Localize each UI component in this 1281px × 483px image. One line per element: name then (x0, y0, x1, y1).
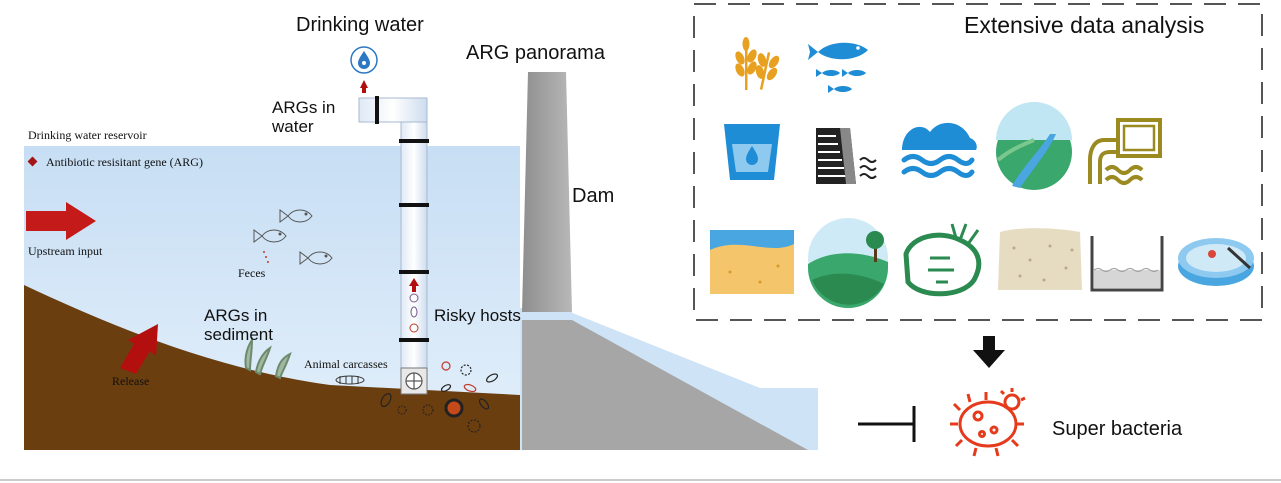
args-in-water-label: ARGs in water (272, 98, 336, 136)
feces-label: Feces (238, 266, 266, 280)
risky-hosts-label: Risky hosts (434, 306, 521, 325)
dam-wall (522, 72, 572, 312)
wheat-icon (735, 37, 780, 90)
fish-icon (808, 42, 868, 93)
water-glass-icon (724, 124, 780, 180)
lake-icon (901, 122, 977, 178)
drinking-water-icon (350, 46, 378, 74)
down-arrow (973, 336, 1005, 368)
animal-carcass-icon (335, 375, 365, 385)
fish-group (253, 209, 333, 265)
up-arrow-drinking (360, 80, 368, 93)
dam-base (522, 320, 808, 450)
args-in-sediment-label: ARGs in sediment (204, 306, 273, 344)
release-label: Release (112, 374, 150, 388)
upstream-input-label: Upstream input (28, 244, 103, 258)
super-bacteria-label: Super bacteria (1052, 418, 1183, 440)
drinking-water-label: Drinking water (296, 14, 424, 36)
release-arrow (120, 324, 158, 374)
upstream-arrow (26, 202, 96, 240)
sediment-tank-icon (1090, 236, 1164, 292)
dam-icon (816, 128, 877, 184)
river-icon (996, 102, 1072, 190)
beach-sand-icon (710, 230, 794, 294)
extensive-data-analysis-label: Extensive data analysis (964, 12, 1205, 38)
arg-panorama-label: ARG panorama (466, 42, 605, 64)
wetland-icon (903, 223, 982, 297)
legend-arg-label: Antibiotic resisitant gene (ARG) (46, 155, 203, 169)
data-analysis-box (693, 3, 1263, 321)
animal-carcasses-label: Animal carcasses (304, 357, 388, 371)
risky-host-microbes (380, 361, 499, 433)
reservoir-label: Drinking water reservoir (28, 128, 147, 142)
feces-dots (263, 251, 269, 263)
inhibition-mark (858, 406, 916, 442)
intake-pipe (358, 96, 429, 395)
super-bacteria-icon (950, 388, 1026, 457)
grassland-icon (808, 218, 888, 308)
soil-icon (998, 228, 1082, 290)
petri-dish-icon (1178, 238, 1254, 286)
arg-diamond-icon (27, 156, 38, 167)
sediment-bed (24, 285, 520, 450)
aquatic-plants (244, 336, 292, 380)
dam-label: Dam (572, 185, 615, 207)
sewage-pipe-icon (1088, 118, 1162, 185)
